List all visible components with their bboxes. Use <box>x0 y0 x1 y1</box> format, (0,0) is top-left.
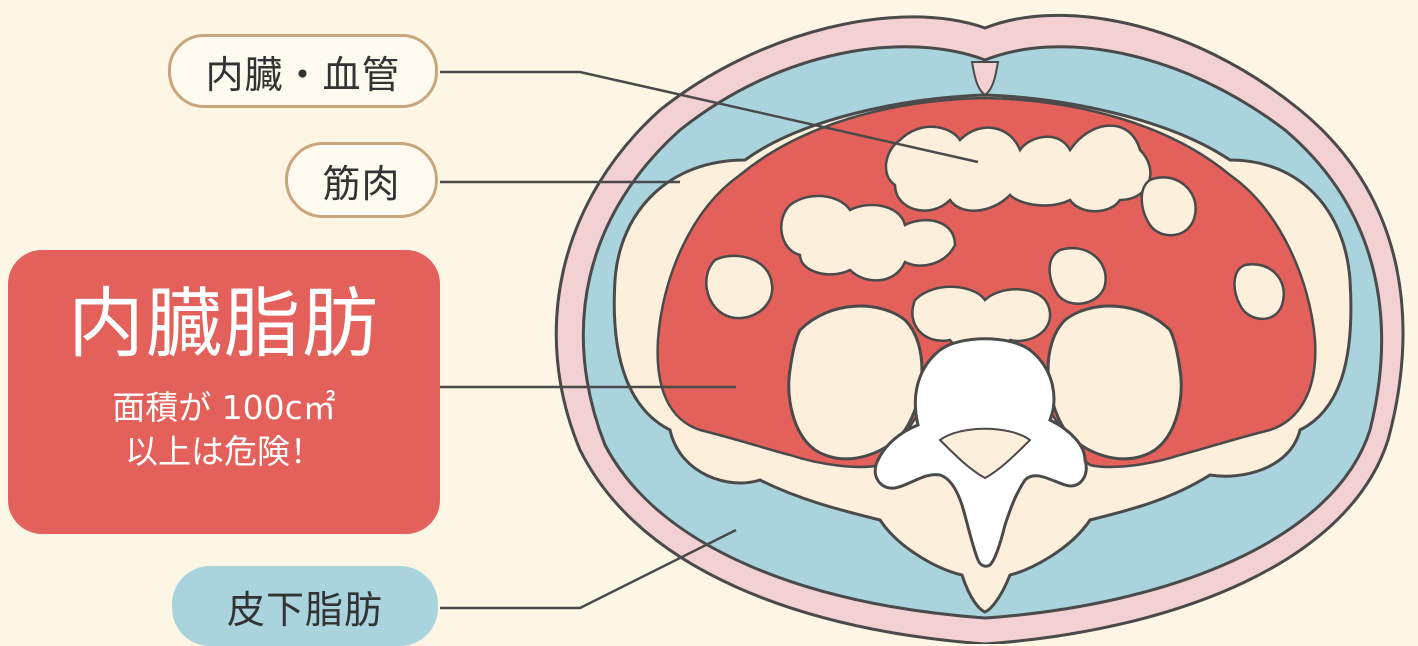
muscle-label: 筋肉 <box>285 142 438 218</box>
danger-warning-text: 以上は危険！ <box>8 430 440 474</box>
area-threshold-text: 面積が 100c㎡ <box>8 386 440 430</box>
organ-blob <box>706 256 772 318</box>
subcutaneous-fat-label: 皮下脂肪 <box>172 566 438 646</box>
visceral-fat-callout: 内臓脂肪 面積が 100c㎡ 以上は危険！ <box>8 250 440 534</box>
visceral-fat-title: 内臓脂肪 <box>8 286 440 362</box>
organs-vessels-label: 内臓・血管 <box>168 34 438 108</box>
